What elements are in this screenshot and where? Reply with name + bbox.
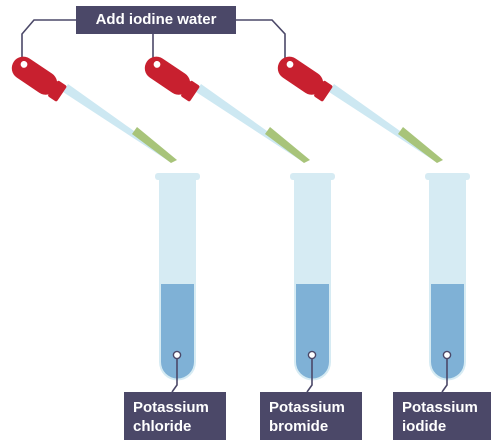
tube-label-line2: bromide [269, 418, 329, 435]
test-tube-2 [290, 173, 335, 393]
tube-label-line1: Potassium [402, 399, 478, 416]
dropper-3 [277, 56, 443, 163]
test-tube-3 [425, 173, 470, 393]
test-tube-1 [155, 173, 200, 393]
solution [431, 284, 464, 379]
dropper-collar [314, 80, 333, 102]
label-pointer [306, 355, 313, 393]
tube-label-potassium-bromide: Potassium bromide [260, 392, 362, 440]
iodine-water-in-dropper [265, 127, 310, 163]
label-pointer-dot [307, 350, 317, 360]
dropper-highlight [286, 60, 294, 68]
tube-label-line2: iodide [402, 418, 447, 435]
solution [161, 284, 194, 379]
label-pointer [171, 355, 178, 393]
tube-label-potassium-chloride: Potassium chloride [124, 392, 226, 440]
label-pointer [441, 355, 448, 393]
tube-label-potassium-iodide: Potassium iodide [393, 392, 491, 440]
tube-label-line1: Potassium [133, 399, 209, 416]
iodine-water-in-dropper [132, 127, 177, 163]
tube-label-line1: Potassium [269, 399, 345, 416]
dropper-2 [144, 56, 310, 163]
dropper-1 [11, 56, 177, 163]
dropper-collar [48, 80, 67, 102]
iodine-water-in-dropper [398, 127, 443, 163]
connector-left [21, 19, 76, 64]
dropper-collar [181, 80, 200, 102]
label-pointer-dot [172, 350, 182, 360]
solution [296, 284, 329, 379]
tube-label-line2: chloride [133, 418, 192, 435]
label-pointer-dot [442, 350, 452, 360]
title-label: Add iodine water [76, 6, 236, 34]
connector-right [236, 19, 286, 64]
dropper-highlight [153, 60, 161, 68]
dropper-highlight [20, 60, 28, 68]
